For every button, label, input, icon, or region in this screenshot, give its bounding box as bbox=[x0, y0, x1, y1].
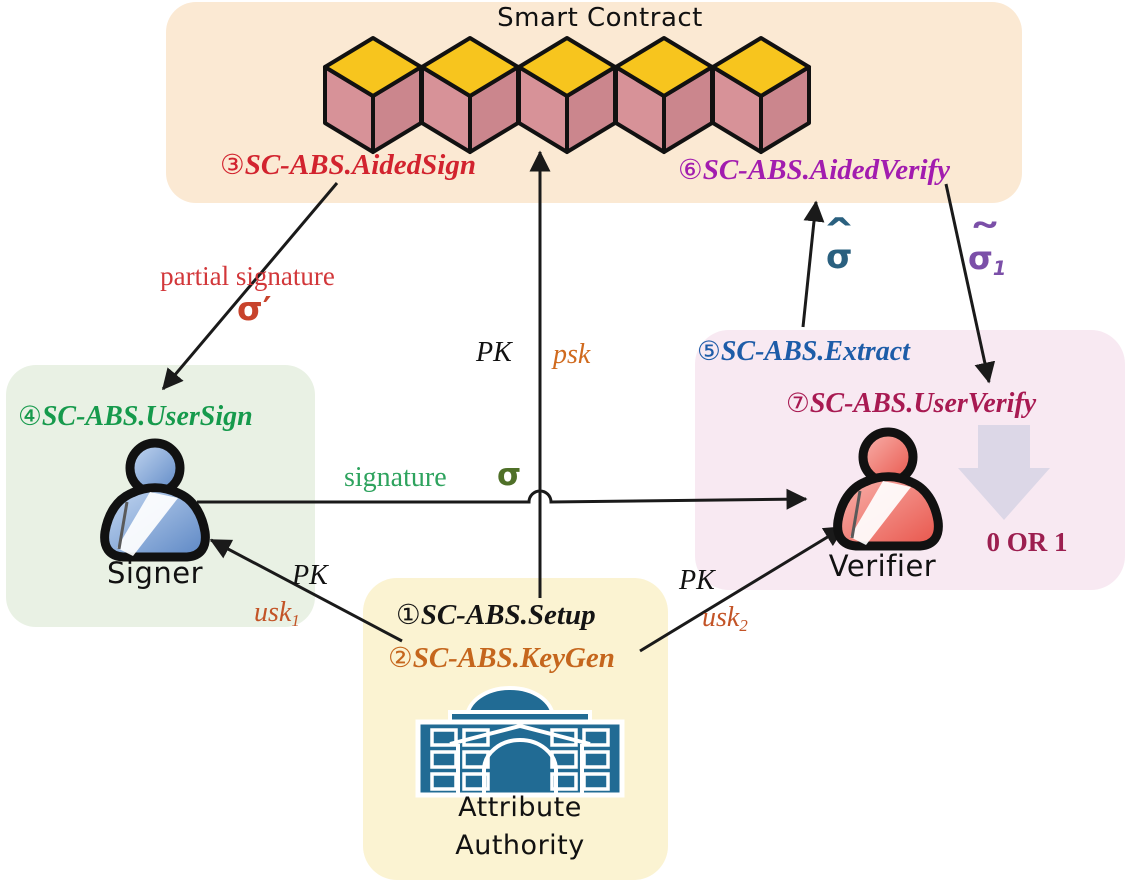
sigma-tilde1-symbol: ˜σ1 bbox=[968, 214, 1007, 280]
step-usersign-label: ④SC-ABS.UserSign bbox=[18, 401, 253, 432]
signature-label: signature bbox=[344, 462, 447, 493]
attribute-authority-label-line1: Attribute bbox=[458, 792, 582, 823]
bank-building-icon bbox=[415, 686, 625, 798]
partial-signature-label: partial signature bbox=[160, 261, 335, 291]
step-setup-label: ①SC-ABS.Setup bbox=[396, 599, 596, 631]
sigma-symbol: σ bbox=[497, 457, 522, 493]
arrow-sigma-tilde-down bbox=[944, 183, 996, 384]
arrow-partial-signature bbox=[161, 182, 339, 391]
arrow-sigma-hat-up bbox=[801, 200, 825, 328]
zero-or-one-label: 0 OR 1 bbox=[986, 527, 1068, 557]
step-userverify-label: ⑦SC-ABS.UserVerify bbox=[786, 388, 1037, 419]
step-keygen-label: ②SC-ABS.KeyGen bbox=[388, 642, 615, 674]
signer-person-icon bbox=[100, 438, 210, 562]
step-aidedverify-label: ⑥SC-ABS.AidedVerify bbox=[678, 154, 951, 186]
arrow-signature bbox=[197, 488, 808, 510]
down-block-arrow-icon bbox=[958, 425, 1050, 520]
verifier-person-icon bbox=[833, 427, 943, 551]
step-extract-label: ⑤SC-ABS.Extract bbox=[697, 336, 910, 367]
arrow-pk-usk1 bbox=[209, 538, 403, 643]
attribute-authority-label-line2: Authority bbox=[455, 830, 585, 861]
pk-label-center: PK bbox=[476, 337, 512, 368]
step-aidedsign-label: ③SC-ABS.AidedSign bbox=[220, 149, 476, 181]
psk-label: psk bbox=[553, 339, 591, 370]
pk-label-right: PK bbox=[679, 565, 715, 596]
sigma-prime-symbol: σ′ bbox=[237, 289, 272, 328]
smart-contract-title: Smart Contract bbox=[497, 3, 703, 33]
usk2-label: usk2 bbox=[702, 602, 748, 636]
signer-label: Signer bbox=[106, 556, 204, 590]
arrow-pk-usk2 bbox=[639, 525, 846, 653]
verifier-label: Verifier bbox=[828, 549, 937, 583]
blockchain-cubes-icon bbox=[323, 36, 811, 154]
usk1-label: usk1 bbox=[254, 597, 300, 631]
pk-label-left: PK bbox=[292, 560, 328, 591]
